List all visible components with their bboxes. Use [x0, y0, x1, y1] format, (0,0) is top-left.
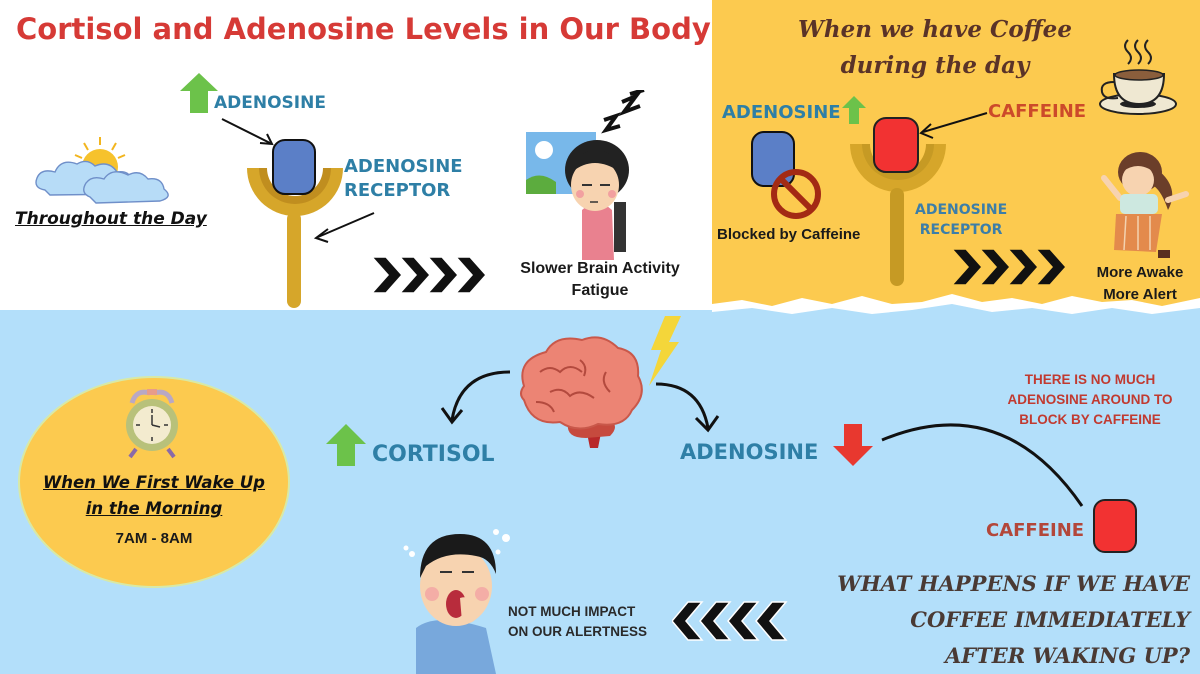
decrease-arrow-icon [833, 424, 873, 466]
adenosine-label: ADENOSINE [680, 440, 819, 464]
caffeine-molecule-icon [1093, 499, 1137, 553]
tired-person-illustration [526, 90, 645, 260]
blocked-adenosine-icon [751, 131, 821, 219]
pointer-arrow-icon [313, 212, 375, 243]
chevron-right-arrows-icon [372, 256, 488, 294]
increase-arrow-icon [842, 96, 866, 124]
sun-cloud-icon [35, 137, 169, 204]
coffee-cup-icon [1099, 39, 1177, 115]
blocked-by-caffeine-label: Blocked by Caffeine [717, 226, 861, 243]
yawning-person-illustration [403, 529, 510, 674]
happy-person-illustration [1101, 152, 1189, 258]
brain-icon [520, 336, 643, 448]
caffeine-label: CAFFEINE [986, 520, 1085, 541]
daytime-effect-label: Slower Brain Activity Fatigue [520, 260, 680, 299]
increase-arrow-icon [326, 424, 366, 466]
scene-label-throughout-day: Throughout the Day [15, 209, 207, 229]
increase-arrow-icon [180, 73, 218, 113]
alarm-clock-icon [126, 389, 178, 459]
coffee-effect-label: More Awake More Alert [1096, 264, 1184, 303]
curved-arrow-right-icon [655, 382, 720, 433]
caffeine-label: CAFFEINE [988, 101, 1087, 122]
arc-connector [881, 423, 1084, 507]
adenosine-receptor-diagram [247, 139, 343, 308]
pointer-arrow-icon [221, 118, 274, 146]
torn-paper-edge [712, 294, 1200, 326]
receptor-label: ADENOSINE RECEPTOR [344, 156, 463, 201]
coffee-section-heading: When we have Coffee during the day [798, 16, 1072, 79]
wake-up-title: When We First Wake Up in the Morning [43, 473, 265, 518]
caffeine-receptor-diagram [850, 117, 946, 286]
question-heading: WHAT HAPPENS IF WE HAVE COFFEE IMMEDIATE… [837, 571, 1190, 668]
lightning-icon [649, 316, 681, 386]
chevron-right-arrows-icon [952, 248, 1068, 286]
cortisol-label: CORTISOL [372, 442, 495, 467]
curved-arrow-left-icon [440, 370, 511, 425]
low-adenosine-note: THERE IS NO MUCH ADENOSINE AROUND TO BLO… [1007, 372, 1173, 427]
receptor-label: ADENOSINE RECEPTOR [915, 202, 1008, 238]
wake-up-time: 7AM - 8AM [115, 530, 193, 547]
adenosine-increase-label: ADENOSINE [214, 93, 326, 113]
impact-label: NOT MUCH IMPACT ON OUR ALERTNESS [508, 604, 648, 639]
page-title: Cortisol and Adenosine Levels in Our Bod… [16, 12, 711, 46]
pointer-arrow-icon [919, 112, 988, 139]
chevron-left-arrows-icon [672, 601, 788, 641]
adenosine-label: ADENOSINE [722, 102, 841, 123]
